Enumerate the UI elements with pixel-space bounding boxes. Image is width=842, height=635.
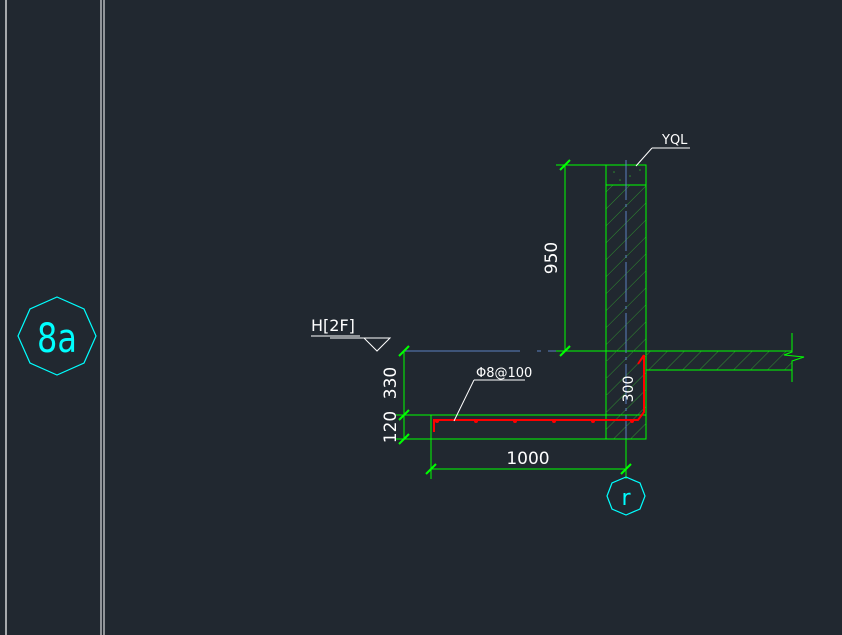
dim-wall-height-label: 950 — [542, 242, 562, 274]
dim-bend-label: 300 — [621, 376, 637, 403]
axis-label-left: 8a — [37, 314, 77, 361]
beam-tag-label: YQL — [661, 133, 688, 148]
axis-bubble-r: r — [606, 476, 646, 516]
frame-lines — [5, 0, 105, 635]
level-tag: H[2F] — [311, 316, 355, 335]
dim-wall-height: 950 — [542, 159, 606, 357]
floor-slab — [645, 333, 805, 439]
dim-slab-length-label: 1000 — [506, 449, 549, 469]
rebar-spec-leader: Φ8@100 — [453, 366, 532, 422]
dim-slab-length: 1000 — [425, 439, 632, 479]
dim-slab-thickness-label: 120 — [381, 411, 401, 443]
dim-left-stack: 330 120 — [381, 345, 431, 445]
bottom-slab — [430, 414, 647, 440]
axis-label-bottom: r — [621, 486, 631, 511]
rebar-spec: Φ8@100 — [476, 366, 532, 381]
dim-drop-height-label: 330 — [381, 367, 401, 399]
dim-bend: 300 — [621, 376, 637, 403]
axis-bubble-8a: 8a — [17, 296, 97, 376]
level-marker: H[2F] — [311, 316, 392, 352]
beam-tag: YQL — [635, 133, 690, 167]
rebar — [433, 354, 645, 432]
